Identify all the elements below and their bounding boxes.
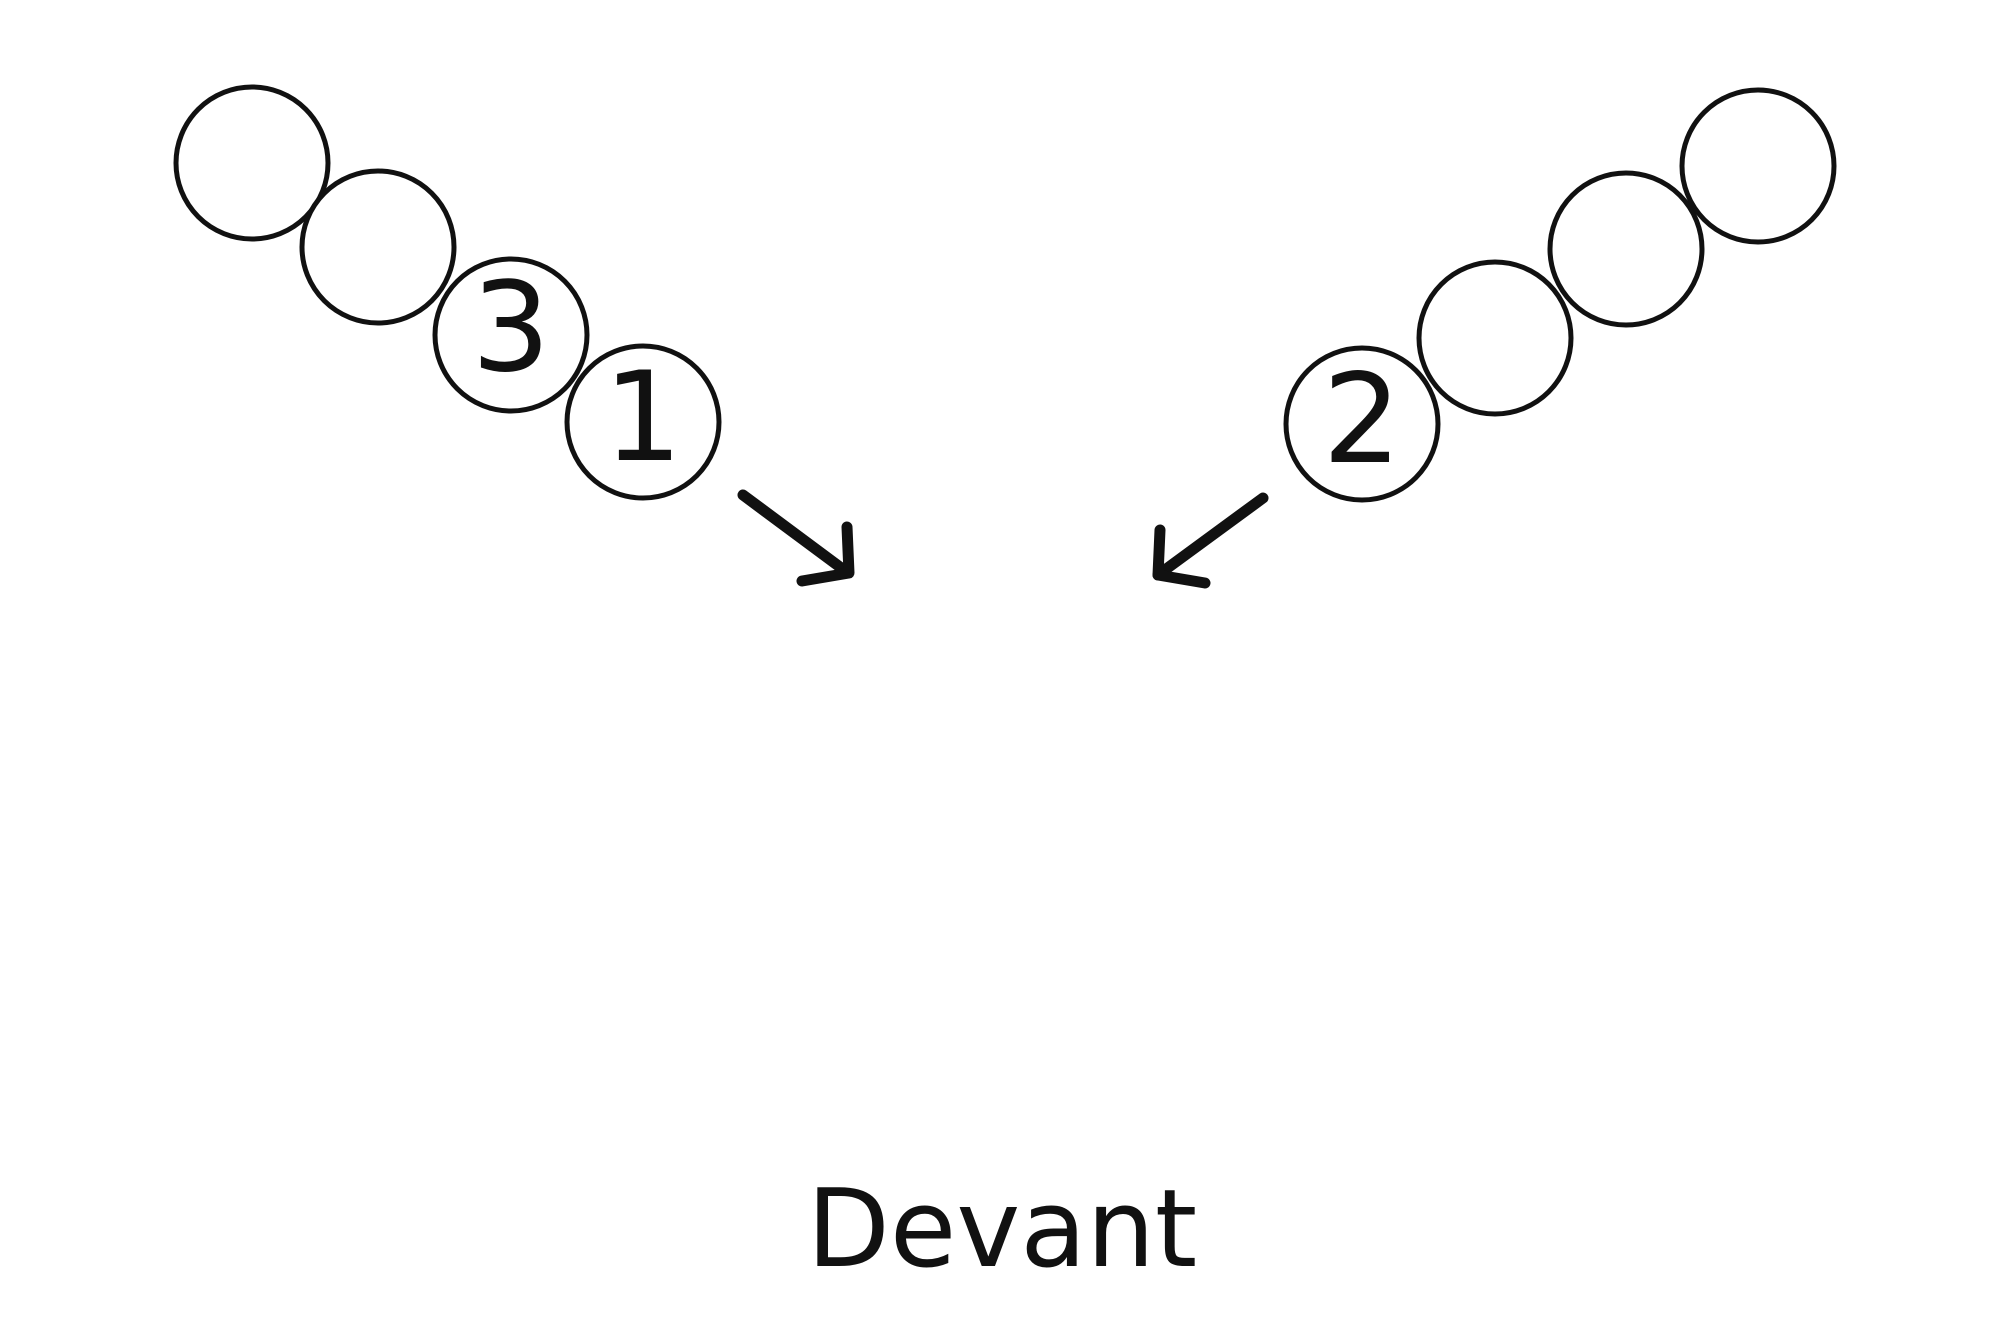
right-queue: 2 xyxy=(1283,87,1837,503)
right-direction-arrow xyxy=(1152,492,1269,589)
right-queue-person-1: 2 xyxy=(1283,345,1441,503)
person-number: 3 xyxy=(472,256,551,400)
left-queue-person-4 xyxy=(173,84,331,242)
left-direction-arrow xyxy=(737,489,855,587)
left-queue-person-2: 3 xyxy=(432,256,590,414)
right-queue-person-4 xyxy=(1679,87,1837,245)
left-queue: 3 1 xyxy=(173,84,722,501)
right-queue-person-3 xyxy=(1547,170,1705,328)
left-queue-person-3 xyxy=(299,168,457,326)
person-number: 1 xyxy=(604,346,683,490)
front-label: Devant xyxy=(807,1167,1198,1292)
person-number: 2 xyxy=(1323,348,1402,492)
left-queue-person-1: 1 xyxy=(564,343,722,501)
right-queue-person-2 xyxy=(1416,259,1574,417)
